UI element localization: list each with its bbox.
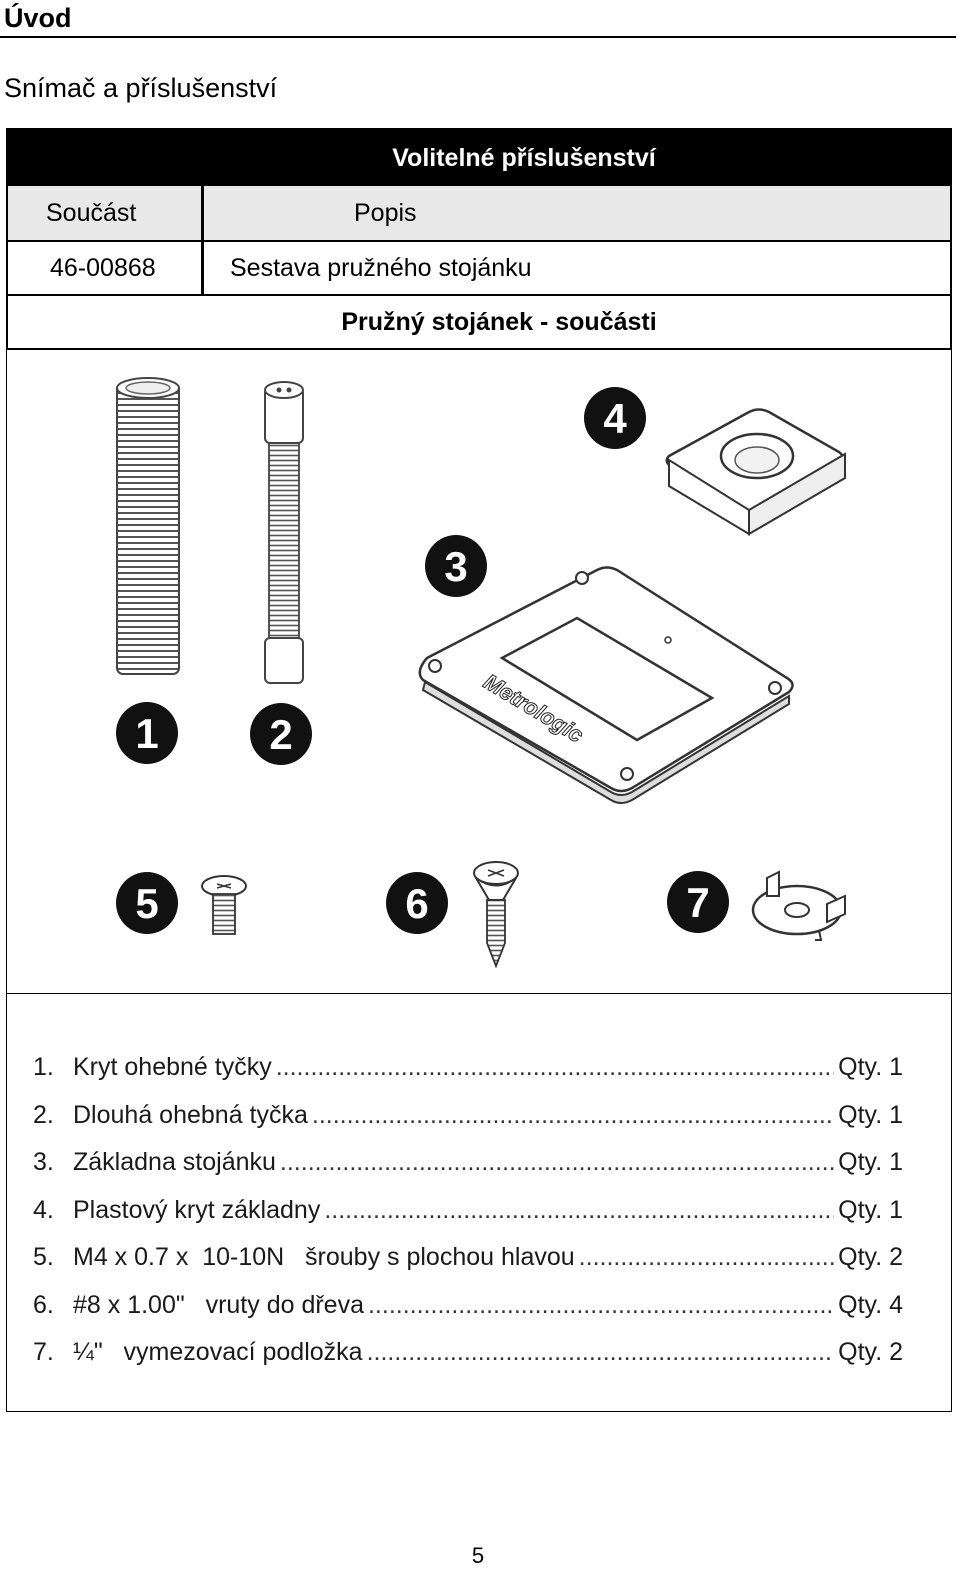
part-qty: Qty. 1 bbox=[838, 1195, 903, 1224]
part-marker-3: 3 bbox=[425, 535, 487, 597]
panel-divider bbox=[7, 993, 951, 994]
list-item: 1. Kryt ohebné tyčky ...................… bbox=[33, 1044, 903, 1092]
list-item: 6. #8 x 1.00" vruty do dřeva ...........… bbox=[33, 1282, 903, 1330]
part-name: Základna stojánku bbox=[73, 1148, 276, 1177]
table-title: Volitelné příslušenství bbox=[8, 130, 950, 186]
flex-rod-drawing bbox=[264, 381, 304, 684]
part-number: 7. bbox=[33, 1338, 54, 1367]
part-name: Plastový kryt základny bbox=[73, 1195, 321, 1224]
dot-leader: ........................................… bbox=[366, 1338, 835, 1367]
col-header-part: Součást bbox=[8, 186, 204, 240]
dot-leader: ........................................… bbox=[367, 1290, 834, 1319]
dot-leader: ........................................… bbox=[324, 1195, 834, 1224]
part-number: 2. bbox=[33, 1100, 54, 1129]
part-qty: Qty. 4 bbox=[838, 1290, 903, 1319]
part-number: 4. bbox=[33, 1195, 54, 1224]
part-qty: Qty. 1 bbox=[838, 1148, 903, 1177]
part-marker-1: 1 bbox=[116, 702, 178, 764]
wood-screw-drawing bbox=[473, 861, 519, 969]
part-qty: Qty. 2 bbox=[838, 1243, 903, 1272]
dot-leader: ........................................… bbox=[578, 1243, 835, 1272]
spacer-washer-drawing bbox=[751, 870, 846, 941]
part-name: Kryt ohebné tyčky bbox=[73, 1053, 272, 1082]
cell-part-number: 46-00868 bbox=[8, 242, 204, 294]
part-number: 1. bbox=[33, 1053, 54, 1082]
svg-text:6: 6 bbox=[405, 880, 428, 927]
parts-illustration: Metrologic bbox=[116, 377, 846, 969]
part-qty: Qty. 1 bbox=[838, 1100, 903, 1129]
part-marker-5: 5 bbox=[116, 872, 178, 934]
svg-text:3: 3 bbox=[444, 543, 467, 590]
svg-text:7: 7 bbox=[686, 879, 709, 926]
part-number: 5. bbox=[33, 1243, 54, 1272]
section-subtitle: Snímač a příslušenství bbox=[4, 73, 278, 103]
accessory-table: Volitelné příslušenství Součást Popis 46… bbox=[6, 128, 952, 350]
col-header-desc: Popis bbox=[354, 198, 417, 227]
table-section-title: Pružný stojánek - součásti bbox=[341, 307, 657, 336]
base-cover-drawing bbox=[665, 408, 846, 536]
parts-panel: Metrologic bbox=[6, 348, 952, 1412]
svg-text:1: 1 bbox=[135, 710, 158, 757]
part-qty: Qty. 2 bbox=[838, 1338, 903, 1367]
part-name: ¼" vymezovací podložka bbox=[73, 1338, 363, 1367]
flat-head-screw-drawing bbox=[201, 875, 247, 935]
page-number: 5 bbox=[471, 1543, 485, 1568]
list-item: 5. M4 x 0.7 x 10-10N šrouby s plochou hl… bbox=[33, 1234, 903, 1282]
flex-cover-tube-drawing bbox=[116, 377, 180, 675]
part-qty: Qty. 1 bbox=[838, 1053, 903, 1082]
page-heading: Úvod bbox=[4, 3, 72, 33]
part-name: Dlouhá ohebná tyčka bbox=[73, 1100, 308, 1129]
table-header-row: Součást Popis bbox=[8, 186, 950, 242]
heading-rule bbox=[0, 36, 956, 38]
stand-base-drawing: Metrologic bbox=[418, 566, 794, 804]
part-marker-2: 2 bbox=[250, 703, 312, 765]
cell-description: Sestava pružného stojánku bbox=[230, 253, 532, 282]
part-name: M4 x 0.7 x 10-10N šrouby s plochou hlavo… bbox=[73, 1243, 575, 1272]
part-marker-6: 6 bbox=[386, 872, 448, 934]
part-number: 3. bbox=[33, 1148, 54, 1177]
part-marker-7: 7 bbox=[667, 871, 729, 933]
part-number: 6. bbox=[33, 1290, 54, 1319]
svg-text:2: 2 bbox=[269, 711, 292, 758]
dot-leader: ........................................… bbox=[279, 1148, 834, 1177]
part-marker-4: 4 bbox=[584, 387, 646, 449]
dot-leader: ........................................… bbox=[275, 1053, 834, 1082]
dot-leader: ........................................… bbox=[311, 1100, 834, 1129]
svg-text:5: 5 bbox=[135, 880, 158, 927]
list-item: 3. Základna stojánku ...................… bbox=[33, 1139, 903, 1187]
list-item: 4. Plastový kryt základny ..............… bbox=[33, 1187, 903, 1235]
svg-text:4: 4 bbox=[603, 395, 627, 442]
table-row: 46-00868 Sestava pružného stojánku bbox=[8, 242, 950, 296]
parts-list: 1. Kryt ohebné tyčky ...................… bbox=[33, 1044, 903, 1377]
list-item: 7. ¼" vymezovací podložka ..............… bbox=[33, 1329, 903, 1377]
part-name: #8 x 1.00" vruty do dřeva bbox=[73, 1290, 364, 1319]
list-item: 2. Dlouhá ohebná tyčka .................… bbox=[33, 1092, 903, 1140]
